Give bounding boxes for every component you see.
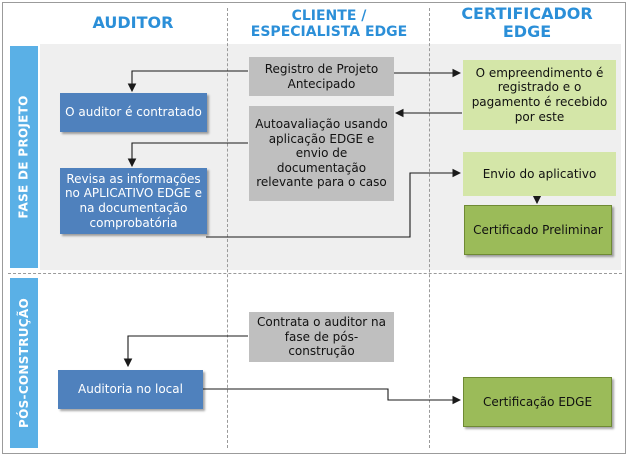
box-auditoria-local: Auditoria no local (58, 370, 203, 409)
column-divider-2 (429, 8, 430, 448)
arrow-auditoria-to-certificacao (202, 388, 462, 405)
diagram-frame (2, 2, 626, 454)
header-certificador: CERTIFICADOR EDGE (432, 4, 622, 42)
arrow-revisa-to-envio (206, 168, 462, 238)
box-empreendimento-registrado: O empreendimento é registrado e o pagame… (463, 60, 616, 130)
arrow-autoavaliacao-to-revisa (127, 142, 248, 168)
column-divider-1 (227, 8, 228, 448)
header-cliente-line1: CLIENTE / (291, 8, 367, 24)
arrow-registro-to-contratado (127, 70, 248, 93)
box-certificacao-edge: Certificação EDGE (463, 377, 612, 427)
box-auditor-contratado: O auditor é contratado (60, 93, 207, 132)
box-certificado-preliminar: Certificado Preliminar (464, 205, 612, 255)
header-auditor: AUDITOR (92, 13, 174, 32)
box-revisa-informacoes: Revisa as informações no APLICATIVO EDGE… (60, 168, 207, 234)
box-autoavaliacao: Autoavaliação usando aplicação EDGE e en… (249, 106, 394, 201)
box-registro-projeto: Registro de Projeto Antecipado (249, 57, 394, 96)
box-contrata-auditor: Contrata o auditor na fase de pós-constr… (249, 312, 394, 362)
header-certificador-line2: EDGE (502, 22, 552, 42)
phase-label-post: PÓS-CONSTRUÇÃO (10, 278, 38, 448)
box-envio-aplicativo: Envio do aplicativo (463, 152, 616, 196)
arrow-contrata-to-auditoria (123, 335, 248, 368)
phase-label-design: FASE DE PROJETO (10, 46, 38, 268)
header-cliente: CLIENTE / ESPECIALISTA EDGE (230, 8, 428, 40)
header-certificador-line1: CERTIFICADOR (461, 4, 593, 23)
phase-separator (8, 273, 622, 274)
header-cliente-line2: ESPECIALISTA EDGE (250, 24, 408, 41)
